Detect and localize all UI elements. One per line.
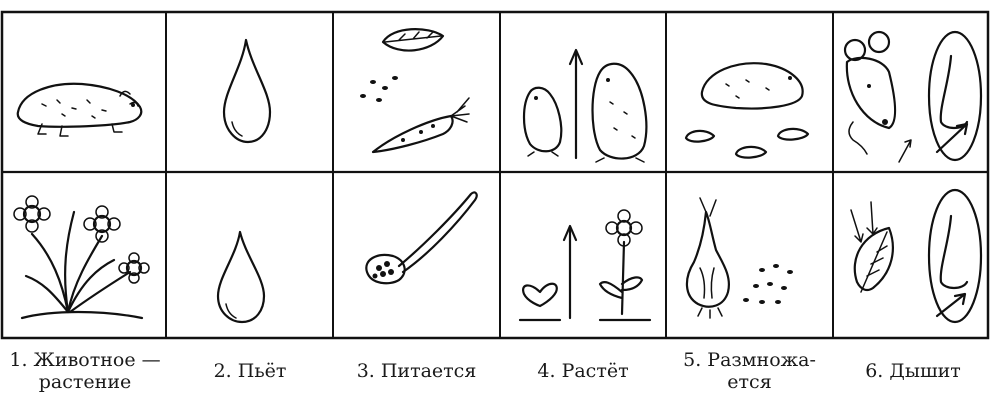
bulb-and-seeds-drawing [666,172,833,338]
caption-5-line2: ется [683,371,816,393]
caption-1-line1: 1. Животное — [9,349,160,371]
growing-hamsters-drawing [500,12,666,172]
water-drop-drawing [166,12,333,172]
caption-6-line1: 6. Дышит [865,360,961,382]
caption-5-line1: 5. Размножа- [683,349,816,371]
comparison-table [0,10,990,340]
flowers-drawing [2,172,166,338]
caption-row: 1. Животное —растение 2. Пьёт 3. Питаетс… [0,342,993,400]
sprout-to-flower-drawing [500,172,666,338]
caption-4: 4. Растёт [500,342,666,400]
caption-2-line1: 2. Пьёт [214,360,287,382]
caption-1: 1. Животное —растение [0,342,170,400]
leaf-and-nose-drawing [833,172,988,338]
caption-3-line1: 3. Питается [357,360,477,382]
caption-3: 3. Питается [333,342,500,400]
leaf-seeds-carrot-drawing [333,12,500,172]
hamster-drawing [2,12,166,172]
caption-6: 6. Дышит [833,342,993,400]
spoon-with-seeds-drawing [333,172,500,338]
caption-2: 2. Пьёт [170,342,330,400]
caption-5: 5. Размножа-ется [666,342,833,400]
hamster-with-babies-drawing [666,12,833,172]
mouse-and-nose-drawing [833,12,988,172]
caption-1-line2: растение [9,371,160,393]
water-drop-drawing-2 [166,172,333,338]
caption-4-line1: 4. Растёт [537,360,628,382]
